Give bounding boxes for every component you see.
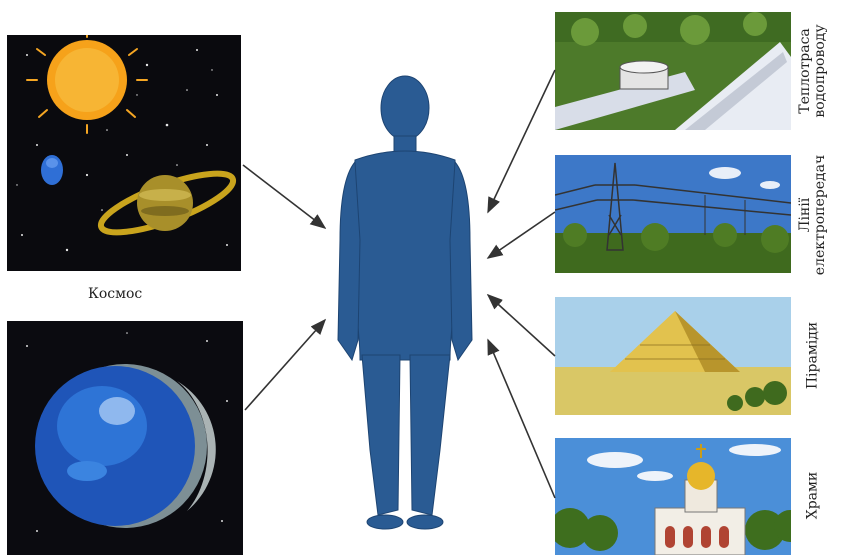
heating-pipeline-caption-line2: водопроводу <box>812 24 828 117</box>
heating-pipeline-caption-line1: Теплотраса <box>797 28 813 114</box>
earth-image <box>7 321 243 555</box>
temples-caption: Храми <box>806 461 821 531</box>
power-lines-caption-line1: Лінії <box>797 198 813 232</box>
cosmos-image <box>7 35 241 271</box>
pyramids-caption: Піраміди <box>806 321 821 391</box>
human-figure <box>300 70 510 550</box>
heating-pipeline-caption: Теплотраса водопроводу <box>798 6 828 136</box>
heating-pipeline-image <box>555 12 791 130</box>
power-lines-caption-line2: електропередач <box>812 155 828 275</box>
cosmos-caption: Космос <box>88 286 142 302</box>
power-lines-caption: Лінії електропередач <box>798 150 828 280</box>
pyramids-image <box>555 297 791 415</box>
temples-image <box>555 438 791 555</box>
power-lines-image <box>555 155 791 273</box>
